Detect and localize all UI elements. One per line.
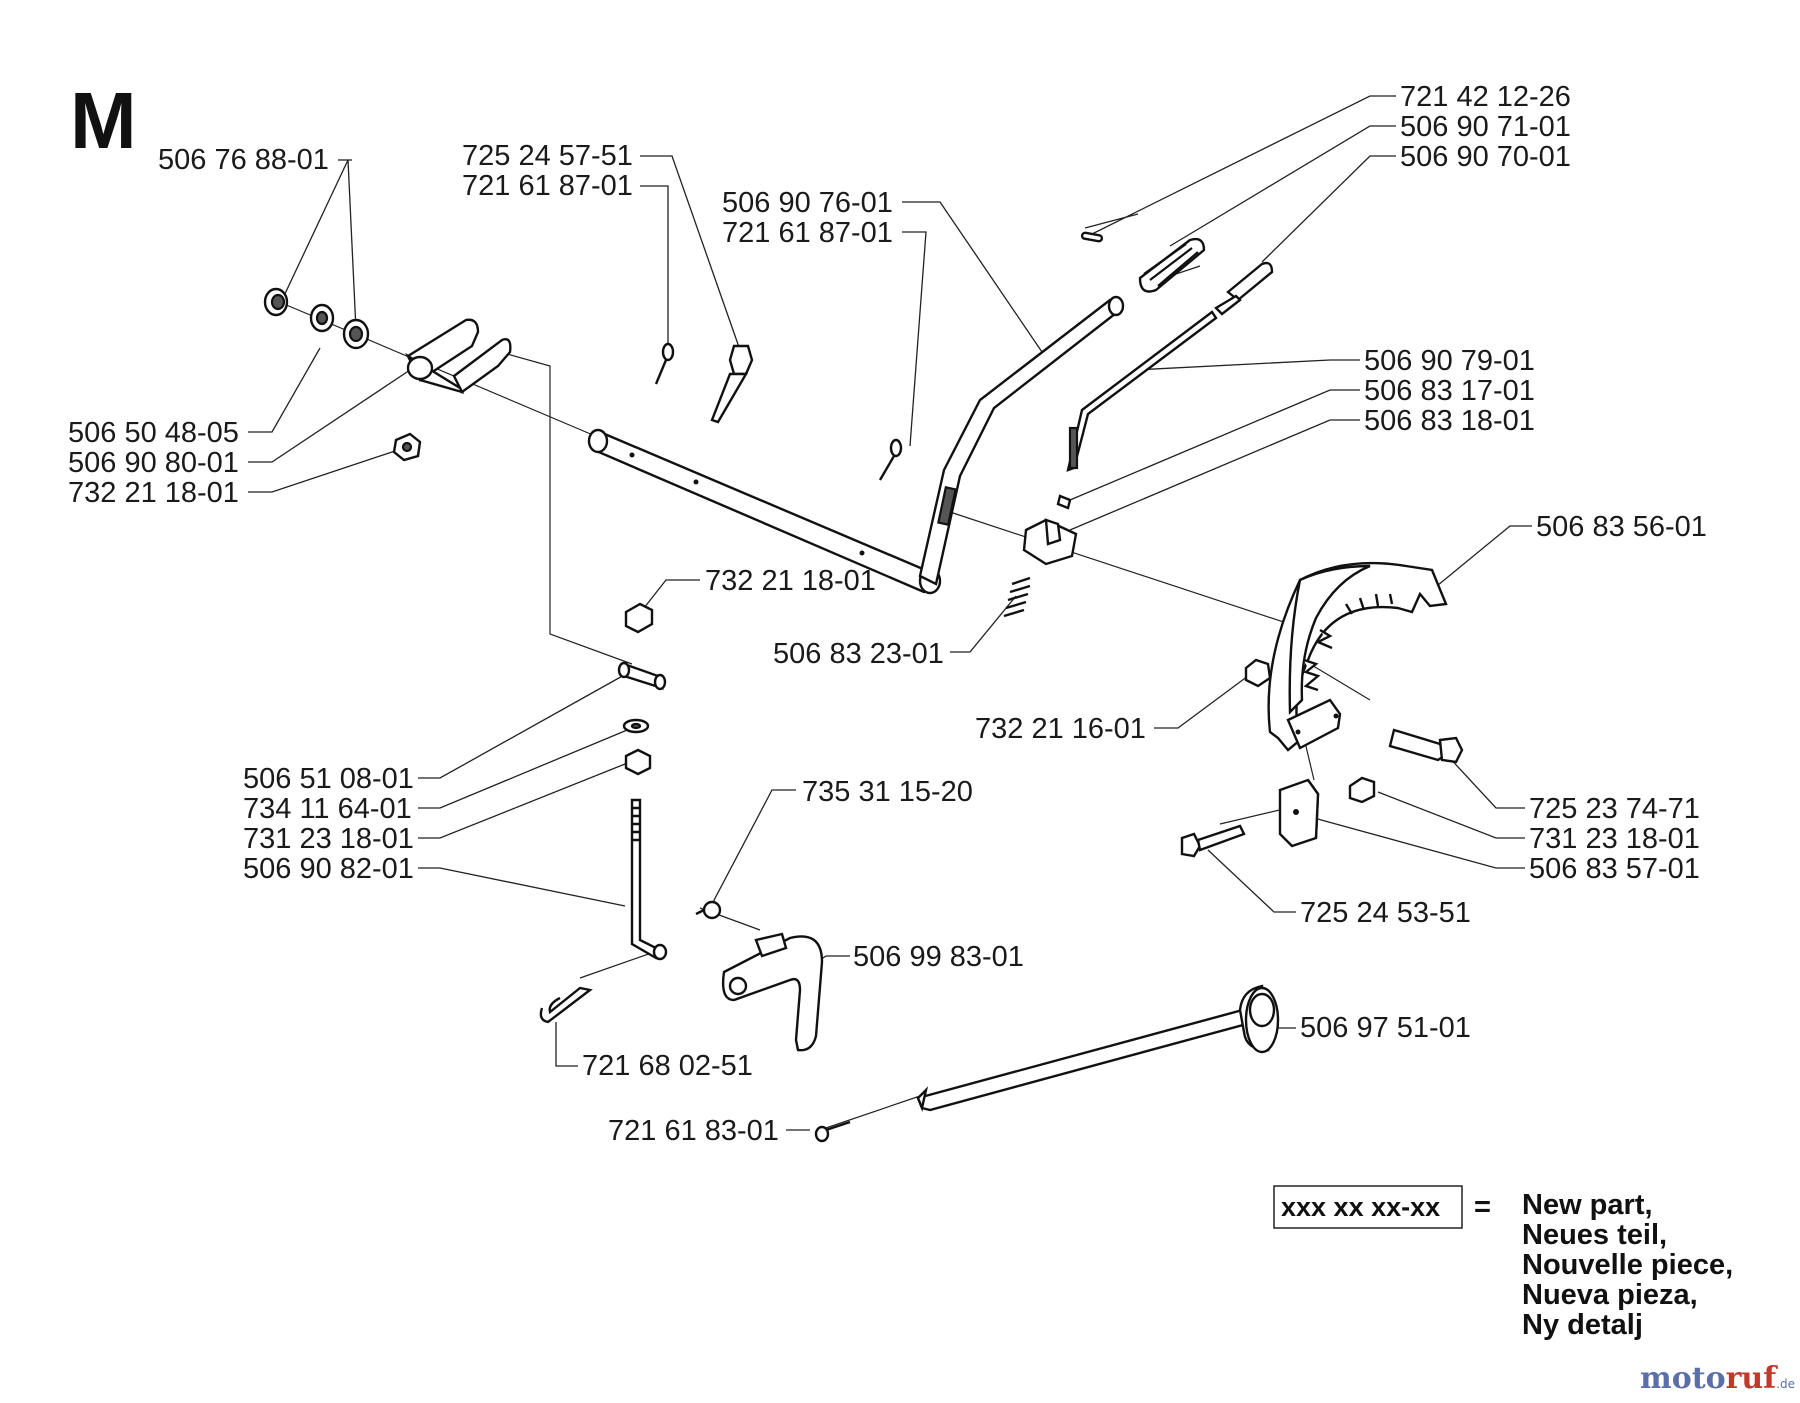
- hex-nut: [392, 432, 422, 462]
- part-label: 506 90 71-01: [1400, 111, 1571, 143]
- part-label: 731 23 18-01: [243, 823, 414, 855]
- bracket-arm: [721, 932, 824, 1052]
- watermark-part2: ruf: [1726, 1361, 1779, 1396]
- part-label: 506 83 57-01: [1529, 853, 1700, 885]
- legend-equals: =: [1474, 1191, 1491, 1223]
- legend-line: Nueva pieza,: [1522, 1279, 1698, 1311]
- legend-box: [1273, 1185, 1463, 1229]
- part-drawings: [263, 231, 1464, 1143]
- legend-line: Neues teil,: [1522, 1219, 1667, 1251]
- part-label: 506 50 48-05: [68, 417, 239, 449]
- bolt-lower: [1180, 824, 1246, 858]
- mid-nut: [624, 602, 654, 634]
- quadrant-nut: [1244, 658, 1272, 688]
- part-label: 506 83 23-01: [773, 638, 944, 670]
- link-rod: [916, 984, 1280, 1113]
- svg-text:motoruf.de: motoruf.de: [1640, 1361, 1795, 1396]
- mid-washer: [622, 718, 650, 734]
- part-label: 506 99 83-01: [853, 941, 1024, 973]
- part-label: 721 61 83-01: [608, 1115, 779, 1147]
- part-label: 734 11 64-01: [243, 793, 412, 825]
- part-label: 732 21 18-01: [68, 477, 239, 509]
- watermark-suffix: .de: [1776, 1377, 1795, 1391]
- spring: [1003, 576, 1031, 618]
- hairpin-clip: [539, 986, 593, 1024]
- pawl-block: [1022, 494, 1078, 566]
- part-label: 721 42 12-26: [1400, 81, 1571, 113]
- mount-block: [1278, 778, 1320, 848]
- part-label: 721 61 87-01: [722, 217, 893, 249]
- part-label: 721 61 87-01: [462, 170, 633, 202]
- e-clip: [695, 900, 722, 920]
- pull-rod: [1066, 310, 1218, 472]
- bushing-stack: [263, 287, 370, 350]
- mid-nut-2: [624, 748, 652, 776]
- legend: xxx xx xx-xx = New part, Neues teil, Nou…: [1273, 1185, 1733, 1341]
- part-labels: 506 76 88-01 506 50 48-05 506 90 80-01 7…: [68, 81, 1707, 1147]
- part-label: 732 21 18-01: [705, 565, 876, 597]
- watermark-logo: motoruf.de: [1640, 1361, 1795, 1396]
- legend-line: Nouvelle piece,: [1522, 1249, 1733, 1281]
- legend-box-text: xxx xx xx-xx: [1281, 1192, 1440, 1222]
- cotter-pin-a: [654, 342, 675, 385]
- handle-lever: [918, 295, 1125, 586]
- legend-line: Ny detalj: [1522, 1309, 1643, 1341]
- part-label: 506 97 51-01: [1300, 1012, 1471, 1044]
- legend-line: New part,: [1522, 1189, 1653, 1221]
- threaded-rod: [630, 798, 668, 961]
- block-nut: [1348, 776, 1376, 804]
- part-label: 731 23 18-01: [1529, 823, 1700, 855]
- part-label: 735 31 15-20: [802, 776, 973, 808]
- part-label: 506 51 08-01: [243, 763, 414, 795]
- part-label: 732 21 16-01: [975, 713, 1146, 745]
- toothed-quadrant: [1267, 561, 1448, 752]
- section-letter: M: [70, 76, 137, 165]
- mid-pin: [617, 661, 667, 691]
- cotter-pin-bottom: [814, 1120, 851, 1143]
- bolt-upper: [710, 344, 754, 424]
- part-label: 506 76 88-01: [158, 144, 329, 176]
- part-label: 506 83 56-01: [1536, 511, 1707, 543]
- clevis-bracket: [405, 318, 512, 394]
- part-label: 506 83 17-01: [1364, 375, 1535, 407]
- part-label: 506 90 80-01: [68, 447, 239, 479]
- part-label: 506 90 79-01: [1364, 345, 1535, 377]
- part-label: 721 68 02-51: [582, 1050, 753, 1082]
- part-label: 506 83 18-01: [1364, 405, 1535, 437]
- part-label: 506 90 76-01: [722, 187, 893, 219]
- watermark-part1: moto: [1640, 1361, 1726, 1396]
- part-label: 725 24 53-51: [1300, 897, 1471, 929]
- part-label: 506 90 82-01: [243, 853, 414, 885]
- part-label: 725 23 74-71: [1529, 793, 1700, 825]
- leader-lines: [248, 95, 1532, 1131]
- part-label: 725 24 57-51: [462, 140, 633, 172]
- cotter-pin-b: [878, 438, 903, 481]
- bolt-right: [1388, 728, 1464, 764]
- handle-grip: [1080, 231, 1206, 293]
- release-knob: [1214, 261, 1274, 316]
- part-label: 506 90 70-01: [1400, 141, 1571, 173]
